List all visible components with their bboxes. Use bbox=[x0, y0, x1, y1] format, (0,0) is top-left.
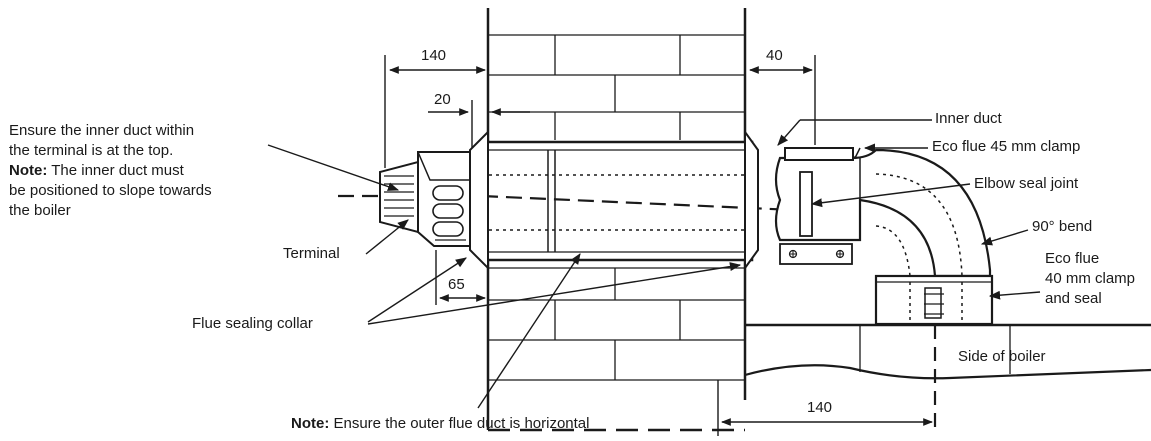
eco-flue-40-clamp bbox=[874, 274, 994, 326]
inner-duct-label: Inner duct bbox=[935, 110, 1002, 127]
terminal-label: Terminal bbox=[283, 245, 340, 262]
elbow-seal-joint-label: Elbow seal joint bbox=[974, 175, 1079, 192]
eco-flue-40-line3: and seal bbox=[1045, 290, 1102, 307]
ensure-inner-duct-line1: Ensure the inner duct within bbox=[9, 122, 195, 139]
terminal bbox=[379, 151, 471, 247]
dimension-140-top: 140 bbox=[421, 47, 447, 64]
eco-flue-40-line1: Eco flue bbox=[1045, 250, 1100, 267]
wall bbox=[486, 8, 747, 432]
flue-sealing-collar-label: Flue sealing collar bbox=[192, 315, 313, 332]
bottom-note: Note: Ensure the outer flue duct is hori… bbox=[291, 415, 589, 433]
dimension-lines bbox=[384, 55, 933, 436]
side-of-boiler-label: Side of boiler bbox=[958, 348, 1046, 365]
bottom-note-label: Note: bbox=[291, 415, 330, 432]
dimension-140-bottom: 140 bbox=[807, 399, 833, 416]
ensure-inner-duct-line2: the terminal is at the top. bbox=[9, 142, 174, 159]
bend-90-label: 90° bend bbox=[1032, 218, 1093, 235]
eco-flue-40-line2: 40 mm clamp bbox=[1045, 270, 1136, 287]
flue-sealing-collars bbox=[469, 128, 759, 272]
eco-flue-45-clamp-label: Eco flue 45 mm clamp bbox=[932, 138, 1081, 155]
dimension-40: 40 bbox=[766, 47, 783, 64]
dimension-65: 65 bbox=[448, 276, 465, 293]
note-inner-duct-line3: Note: The inner duct must bbox=[9, 162, 184, 180]
boiler bbox=[744, 323, 1151, 430]
note-inner-duct-line5: the boiler bbox=[9, 202, 71, 219]
note-inner-duct-line4: be positioned to slope towards bbox=[9, 182, 212, 199]
note-label: Note: bbox=[9, 162, 48, 179]
leader-lines bbox=[267, 119, 1041, 409]
elbow-bend bbox=[774, 147, 992, 278]
note-inner-duct-text: The inner duct must bbox=[47, 162, 184, 179]
bottom-note-text: Ensure the outer flue duct is horizontal bbox=[329, 415, 590, 432]
dimension-20: 20 bbox=[434, 91, 451, 108]
